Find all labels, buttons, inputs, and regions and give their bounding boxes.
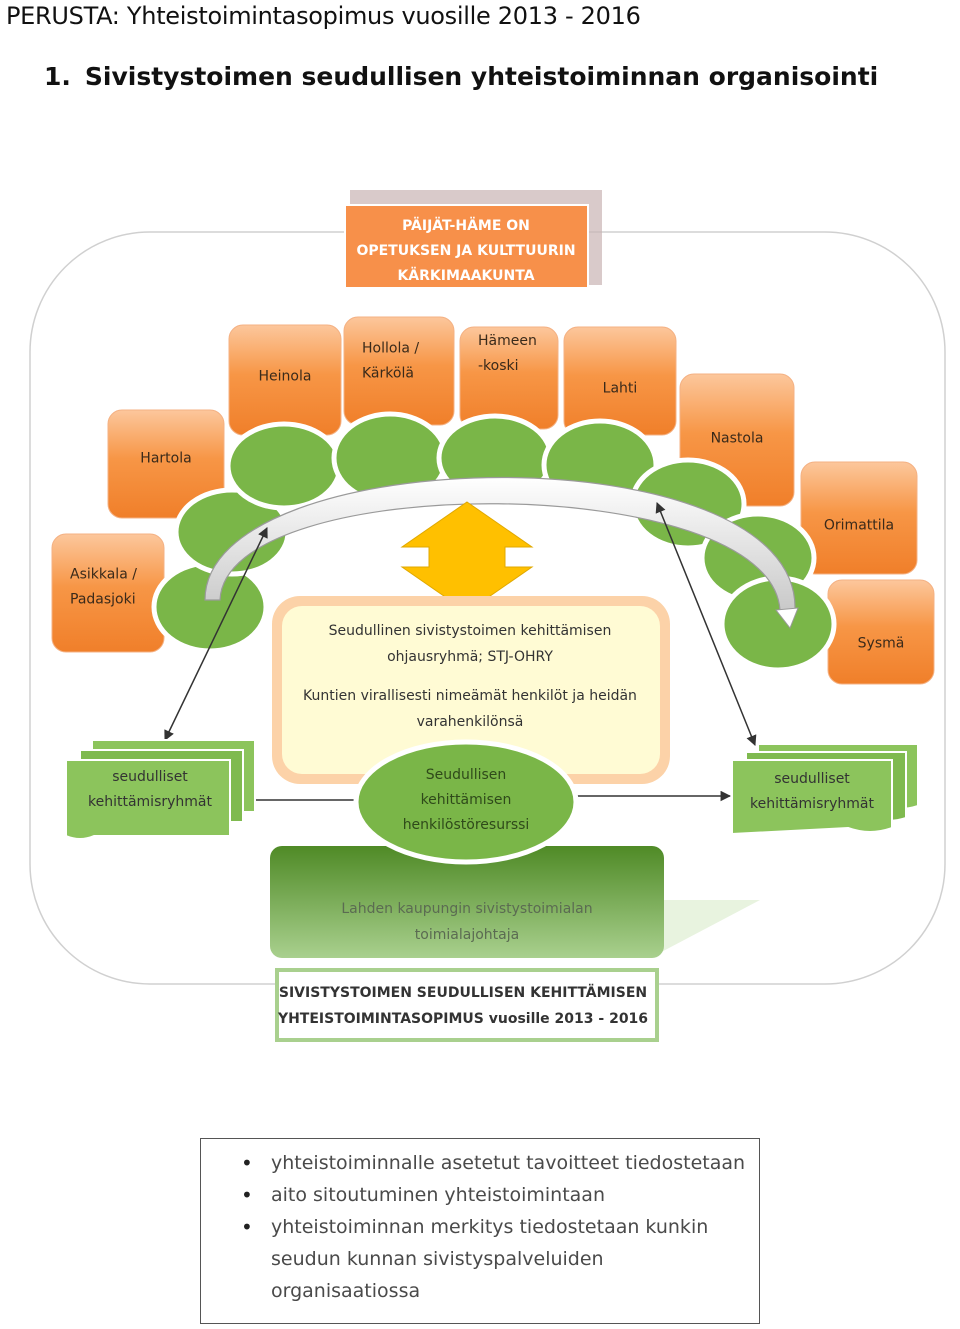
director-text: Lahden kaupungin sivistystoimialan toimia…	[341, 901, 592, 943]
document-title: PERUSTA: Yhteistoimintasopimus vuosille …	[6, 2, 641, 30]
resource-line-2: henkilöstöresurssi	[403, 817, 530, 833]
groups-right-line-1: kehittämisryhmät	[750, 796, 874, 812]
link-arrow-left	[164, 527, 268, 741]
section-title-text: Sivistystoimen seudullisen yhteistoiminn…	[84, 62, 879, 91]
section-title: 1. Sivistystoimen seudullisen yhteistoimi…	[44, 62, 878, 91]
director-line-0: Lahden kaupungin sivistystoimialan	[341, 901, 592, 917]
section-number: 1.	[44, 62, 71, 91]
region-box-text: PÄIJÄT-HÄME ON OPETUKSEN JA KULTTUURIN KÄR…	[356, 217, 575, 284]
steering-group-text: Seudullinen sivistystoimen kehittämisen o…	[303, 623, 637, 730]
steering-group-box	[282, 606, 660, 774]
link-arrow-right	[655, 502, 757, 746]
municipality-box-1	[107, 409, 225, 519]
steering-body-line-1: varahenkilönsä	[417, 714, 524, 730]
steering-body-line-0: Kuntien virallisesti nimeämät henkilöt j…	[303, 688, 637, 704]
municipality-boxes: Asikkala / Padasjoki Hartola Heinola Hollola…	[51, 316, 935, 685]
resource-line-0: Seudullisen	[426, 767, 507, 783]
agreement-text: SIVISTYSTOIMEN SEUDULLISEN KEHITTÄMISEN Y…	[277, 984, 648, 1027]
steering-title-line-0: Seudullinen sivistystoimen kehittämisen	[329, 623, 612, 639]
director-box	[270, 846, 664, 958]
municipality-box-7	[800, 461, 918, 575]
resource-oval	[353, 739, 579, 865]
region-text-line-1: OPETUKSEN JA KULTTUURIN	[356, 243, 575, 259]
groups-left-line-1: kehittämisryhmät	[88, 794, 212, 810]
arc-arrow-head	[775, 607, 799, 629]
groups-right-stack	[731, 743, 919, 836]
director-line-1: toimialajohtaja	[415, 927, 519, 943]
groups-right-line-0: seudulliset	[774, 771, 850, 787]
steering-title-line-1: ohjausryhmä; STJ-OHRY	[387, 649, 553, 665]
municipality-label-4-1: -koski	[478, 358, 519, 374]
municipality-oval-2	[225, 421, 343, 511]
bullet-item: yhteistoiminnalle asetetut tavoitteet ti…	[241, 1147, 749, 1179]
agreement-box	[275, 968, 659, 1042]
municipality-label-2-0: Heinola	[259, 369, 312, 385]
municipality-label-5-0: Lahti	[603, 380, 638, 396]
municipality-label-1-0: Hartola	[140, 451, 191, 467]
groups-right-text: seudulliset kehittämisryhmät	[750, 771, 874, 812]
municipality-label-8-0: Sysmä	[858, 635, 905, 651]
bullet-box: yhteistoiminnalle asetetut tavoitteet ti…	[200, 1138, 760, 1324]
groups-left-stack	[65, 739, 256, 840]
region-text-line-2: KÄRKIMAAKUNTA	[397, 267, 534, 284]
groups-left-line-0: seudulliset	[112, 769, 188, 785]
bullet-item: yhteistoiminnan merkitys tiedostetaan ku…	[241, 1211, 749, 1307]
bullet-list: yhteistoiminnalle asetetut tavoitteet ti…	[241, 1147, 749, 1307]
municipality-label-7-0: Orimattila	[824, 518, 894, 534]
region-text-line-0: PÄIJÄT-HÄME ON	[402, 217, 530, 234]
municipality-label-0-0: Asikkala /	[70, 566, 137, 582]
double-arrow-yellow	[400, 501, 534, 613]
municipality-label-6-0: Nastola	[711, 430, 764, 446]
agreement-line-1: YHTEISTOIMINTASOPIMUS vuosille 2013 - 20…	[277, 1011, 648, 1027]
resource-line-1: kehittämisen	[421, 792, 512, 808]
bullet-item: aito sitoutuminen yhteistoimintaan	[241, 1179, 749, 1211]
municipality-label-3-0: Hollola /	[362, 341, 419, 357]
municipality-label-4-0: Hämeen	[478, 333, 537, 349]
agreement-line-0: SIVISTYSTOIMEN SEUDULLISEN KEHITTÄMISEN	[279, 984, 647, 1001]
municipality-label-0-1: Padasjoki	[70, 591, 136, 607]
municipality-label-3-1: Kärkölä	[362, 366, 414, 382]
groups-left-text: seudulliset kehittämisryhmät	[88, 769, 212, 810]
region-box	[344, 204, 589, 289]
resource-text: Seudullisen kehittämisen henkilöstöresurss…	[403, 767, 530, 833]
municipality-box-8	[827, 579, 935, 685]
